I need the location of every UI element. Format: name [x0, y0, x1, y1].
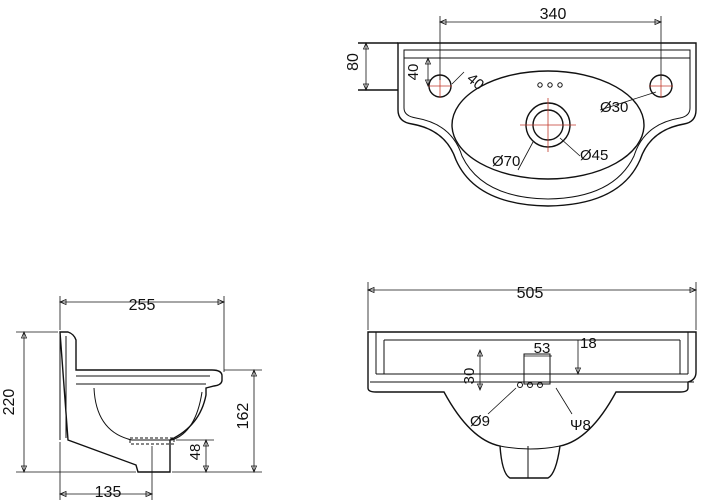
label-inner-waste: Ø45 [580, 147, 608, 164]
dim-front-height: 162 [235, 403, 252, 430]
dim-offset-diagonal: 40 [463, 70, 487, 94]
dim-height: 220 [1, 389, 18, 416]
label-bolt-spacing: Ψ8 [570, 417, 591, 434]
label-outer-waste: Ø70 [492, 153, 520, 170]
dim-rim: 18 [580, 335, 597, 352]
dim-tap-spacing: 340 [540, 6, 567, 23]
bowl-top [451, 70, 645, 180]
top-view: 340 80 40 40 Ø30 Ø70 Ø45 [345, 6, 697, 207]
basin-front-profile [367, 331, 697, 479]
dim-width: 505 [517, 285, 544, 302]
label-bolt-hole: Ø9 [470, 413, 490, 430]
dim-waste-depth: 30 [461, 368, 478, 385]
label-tap-hole: Ø30 [600, 99, 628, 116]
dim-back-depth: 80 [345, 53, 362, 71]
dim-waste-height: 48 [187, 444, 204, 461]
dim-waste-offset: 135 [95, 484, 122, 501]
dim-depth: 255 [129, 297, 156, 314]
front-view: 505 53 18 30 Ø9 Ψ8 [366, 282, 698, 479]
side-view: 255 220 162 48 135 [1, 296, 262, 501]
dim-offset-vertical: 40 [405, 64, 422, 81]
basin-outline-top [397, 42, 697, 207]
dim-waste-width: 53 [534, 340, 551, 357]
basin-side-profile [59, 331, 223, 473]
